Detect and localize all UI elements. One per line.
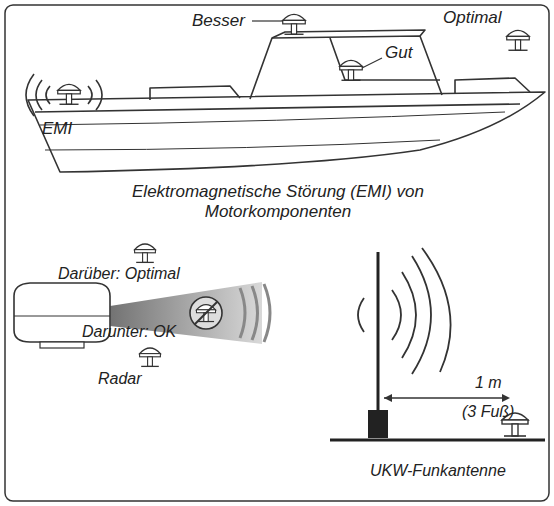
part-name: Radar (98, 370, 142, 388)
emi-label: EMI (42, 119, 72, 139)
caption-text: Elektromagnetische Störung (EMI) von Mot… (118, 182, 438, 221)
mount-label: Darunter: OK (82, 323, 176, 341)
part-name: UKW-Funkantenne (370, 462, 506, 480)
mount-label: Darüber: Optimal (58, 265, 180, 283)
mount-label: Optimal (443, 8, 502, 28)
svg-text:​: ​ (380, 120, 381, 126)
dimension: (3 Fuß) (462, 403, 514, 421)
mount-label: Gut (385, 43, 412, 63)
mount-label: Besser (192, 11, 245, 31)
dimension: 1 m (475, 374, 502, 392)
